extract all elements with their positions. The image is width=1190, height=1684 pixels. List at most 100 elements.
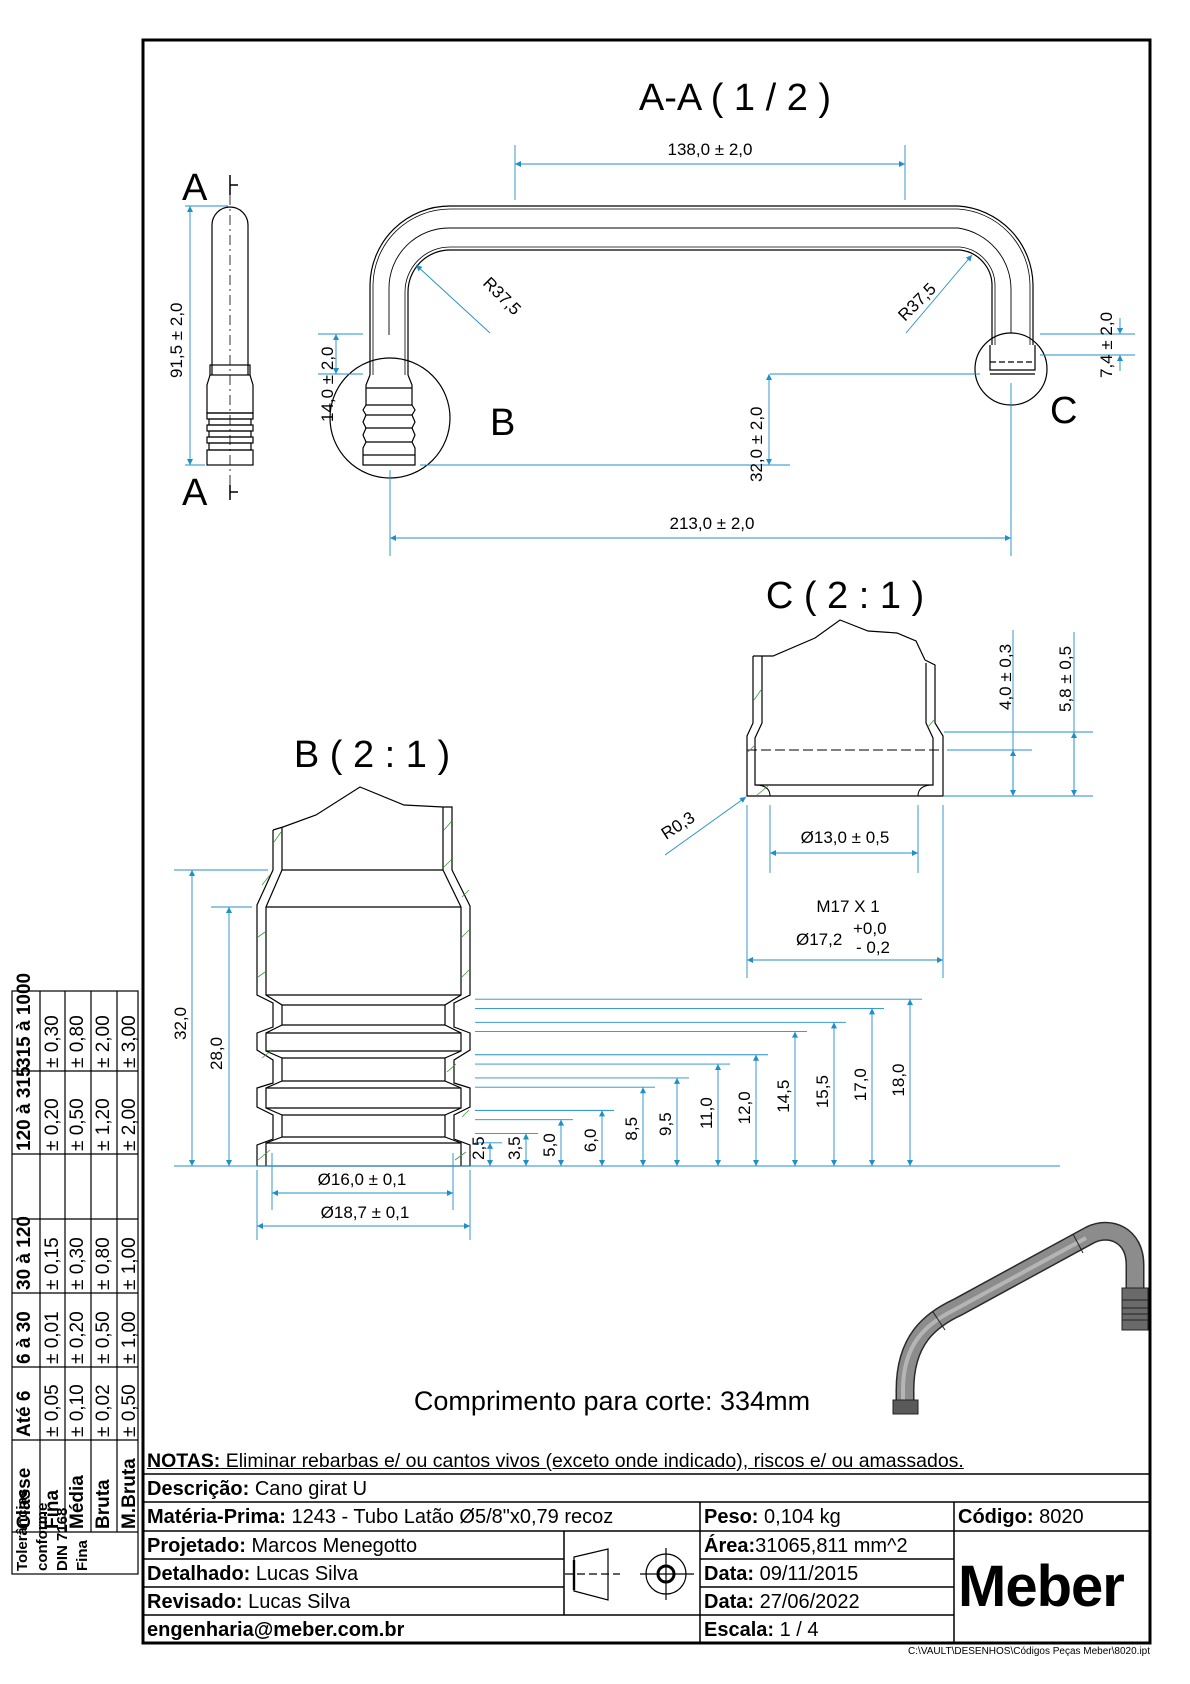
area-value: 31065,811 mm^2: [755, 1535, 908, 1557]
b-step-label: 9,5: [656, 1112, 675, 1136]
main-view-title: A-A ( 1 / 2 ): [639, 77, 831, 119]
b-step-label: 17,0: [851, 1068, 870, 1101]
dim-right-end-height: 7,4 ± 2,0: [1097, 312, 1116, 378]
tolerance-value-cell: ± 0,80: [93, 1237, 114, 1290]
code-label: Código:: [958, 1506, 1034, 1528]
material-label: Matéria-Prima:: [147, 1506, 286, 1528]
designed-value: Marcos Menegotto: [245, 1535, 418, 1557]
tolerance-value-cell: ± 0,80: [67, 1015, 88, 1068]
tolerance-header-cell: 30 à 120: [14, 1216, 35, 1290]
dim-c-radius: R0,3: [658, 808, 698, 843]
tolerance-class-cell: Bruta: [93, 1479, 114, 1529]
projection-symbol-icon: [565, 1548, 694, 1601]
detailed-row: Detalhado: Lucas Silva: [147, 1560, 358, 1588]
designed-label: Projetado:: [147, 1535, 246, 1557]
detailed-label: Detalhado:: [147, 1563, 251, 1585]
tolerance-value-cell: ± 0,01: [42, 1311, 63, 1364]
dim-b-outer-dia: Ø18,7 ± 0,1: [321, 1203, 410, 1222]
tolerance-value-cell: ± 0,20: [67, 1311, 88, 1364]
tolerance-value-cell: ± 1,00: [119, 1311, 140, 1364]
b-step-label: 6,0: [581, 1129, 600, 1153]
email-link[interactable]: engenharia@meber.com.br: [147, 1619, 405, 1641]
tolerance-title-line: Fina: [74, 1540, 91, 1571]
tolerance-table-grid: [11, 990, 139, 1575]
cut-length-note: Comprimento para corte: 334mm: [414, 1386, 810, 1416]
tolerance-value-cell: ± 3,00: [119, 1015, 140, 1068]
notes-row: NOTAS: Eliminar rebarbas e/ ou cantos vi…: [147, 1447, 1147, 1475]
tolerance-value-cell: ± 0,05: [42, 1384, 63, 1437]
detail-b-dimensions: [174, 869, 1060, 1240]
dim-c-inner-dia: Ø13,0 ± 0,5: [801, 828, 890, 847]
dim-c-outer-tol-lower: - 0,2: [856, 938, 890, 957]
reviewed-value: Lucas Silva: [242, 1591, 351, 1613]
title-block-grid: [143, 1473, 1150, 1643]
company-logo: Meber: [958, 1554, 1125, 1619]
date-revised-value: 27/06/2022: [754, 1591, 860, 1613]
section-marker-bottom: A: [182, 472, 208, 514]
tolerance-value-cell: ± 0,10: [67, 1384, 88, 1437]
dim-c-outer-tol-upper: +0,0: [853, 919, 887, 938]
tolerance-title-line: Tolerâncias: [14, 1488, 31, 1571]
dim-radius-right: R37,5: [894, 279, 940, 325]
detail-c-title: C ( 2 : 1 ): [766, 575, 924, 617]
description-row: Descrição: Cano girat U: [147, 1475, 367, 1503]
tolerance-title-line: DIN 7168: [54, 1507, 71, 1571]
tolerance-header-cell: Até 6: [14, 1390, 35, 1437]
area-label: Área:: [704, 1535, 756, 1557]
detail-b-title: B ( 2 : 1 ): [294, 734, 450, 776]
detail-c-dimensions: [664, 630, 1093, 978]
b-step-label: 15,5: [813, 1075, 832, 1108]
dim-height-diff: 32,0 ± 2,0: [747, 407, 766, 483]
dim-top-length: 138,0 ± 2,0: [668, 140, 753, 159]
b-step-label: 3,5: [505, 1136, 524, 1160]
isometric-part-render: [892, 1221, 1149, 1415]
dim-side-height-label: 91,5 ± 2,0: [167, 303, 186, 379]
detail-c-marker: C: [1050, 390, 1077, 432]
tolerance-value-cell: ± 2,00: [93, 1015, 114, 1068]
tolerance-class-cell: M.Bruta: [119, 1458, 140, 1529]
dim-c-depth-2: 5,8 ± 0,5: [1056, 646, 1075, 712]
detail-c-hatch: [747, 689, 935, 796]
drawing-frame: [141, 38, 1152, 1645]
b-step-label: 8,5: [622, 1117, 641, 1141]
date-revised-label: Data:: [704, 1591, 755, 1613]
notes-text: Eliminar rebarbas e/ ou cantos vivos (ex…: [220, 1450, 964, 1472]
tolerance-value-cell: ± 0,15: [42, 1237, 63, 1290]
detailed-value: Lucas Silva: [250, 1563, 359, 1585]
tolerance-value-cell: ± 0,02: [93, 1384, 114, 1437]
tolerance-value-cell: ± 0,30: [67, 1237, 88, 1290]
main-dimensions: [318, 145, 1135, 556]
dim-radius-left: R37,5: [479, 273, 525, 319]
description-value: Cano girat U: [249, 1478, 368, 1500]
dim-b-height-total: 32,0: [171, 1007, 190, 1040]
b-step-label: 12,0: [735, 1091, 754, 1124]
dim-c-thread: M17 X 1: [816, 897, 879, 916]
description-label: Descrição:: [147, 1478, 250, 1500]
side-view: [206, 175, 254, 500]
b-step-label: 2,5: [469, 1136, 488, 1160]
date-created-label: Data:: [704, 1563, 755, 1585]
dim-b-inner-dia: Ø16,0 ± 0,1: [318, 1170, 407, 1189]
tolerance-header-cell: 120 à 315: [14, 1066, 35, 1151]
b-step-label: 11,0: [697, 1097, 716, 1129]
b-step-label: 14,5: [774, 1080, 793, 1113]
tolerance-header-cell: 315 à 1000: [14, 972, 35, 1068]
code-value: 8020: [1033, 1506, 1084, 1528]
notes-label: NOTAS:: [147, 1450, 221, 1472]
tolerance-value-cell: ± 0,30: [42, 1015, 63, 1068]
tolerance-value-cell: ± 1,20: [93, 1098, 114, 1151]
b-step-label: 5,0: [540, 1133, 559, 1157]
b-step-dimension-labels: 2,5 3,5 5,0 6,0 8,5 9,5 11,0 12,0 14,5 15,5 17,0 18…: [469, 1063, 908, 1160]
tolerance-value-cell: ± 1,00: [119, 1237, 140, 1290]
tolerance-value-cell: ± 0,50: [93, 1311, 114, 1364]
reviewed-label: Revisado:: [147, 1591, 243, 1613]
tolerance-value-cell: ± 2,00: [119, 1098, 140, 1151]
b-step-label: 18,0: [889, 1063, 908, 1096]
scale-label: Escala:: [704, 1619, 775, 1641]
detail-b-drawing: [256, 786, 471, 1167]
tolerance-value-cell: ± 0,50: [67, 1098, 88, 1151]
dim-c-depth-1: 4,0 ± 0,3: [996, 644, 1015, 710]
dim-overall-length: 213,0 ± 2,0: [670, 514, 755, 533]
tolerance-value-cell: ± 0,20: [42, 1098, 63, 1151]
